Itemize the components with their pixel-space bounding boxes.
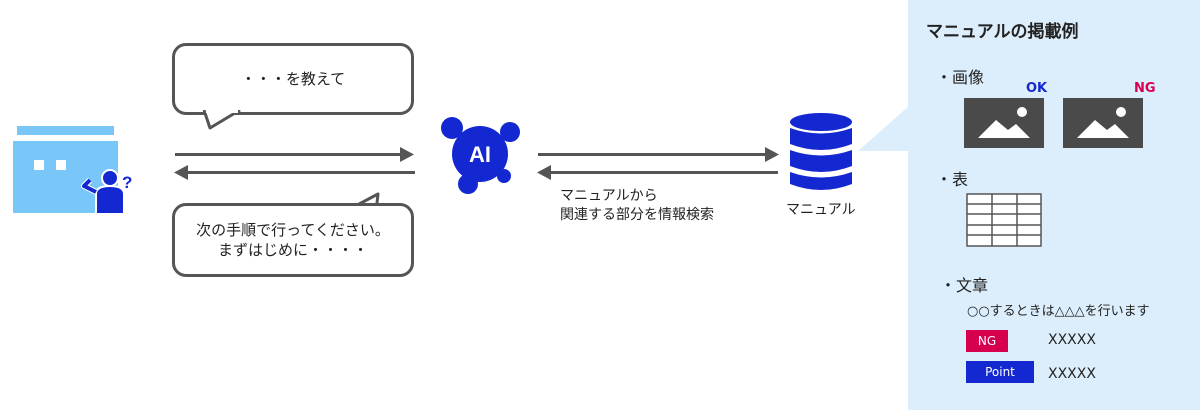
ai-icon: AI [441,117,520,194]
arrowhead-right [400,147,414,162]
bubble-tail-top [202,110,241,130]
sample-text: ○○するときは△△△を行います [967,304,1150,319]
database-label: マニュアル [786,202,856,218]
speech-bubble-question: ・・・を教えて [172,43,414,115]
arrow-left-to-user [185,171,415,174]
search-caption: マニュアルから 関連する部分を情報検索 [560,187,714,225]
image-ok-icon [964,98,1044,148]
ok-label: OK [1026,81,1048,96]
user-question-icon: ? [13,126,132,215]
callout-pointer [858,105,910,151]
arrow-left-to-ai [548,171,778,174]
text-section-label: ・文章 [940,276,989,295]
arrow-right-to-manual [538,153,770,156]
arrow-right-to-ai [175,153,405,156]
question-text: ・・・を教えて [240,70,346,88]
ng-badge: NG [966,330,1008,352]
svg-text:?: ? [122,173,132,192]
table-section-label: ・表 [936,170,969,189]
speech-bubble-answer: 次の手順で行ってください。 まずはじめに・・・・ [172,203,414,277]
search-caption-line-1: マニュアルから [560,188,658,204]
image-ng-icon [1063,98,1143,148]
database-icon [790,113,852,190]
table-icon [966,193,1042,247]
panel-title: マニュアルの掲載例 [926,22,1079,42]
arrowhead-right-2 [765,147,779,162]
point-badge: Point [966,361,1034,383]
search-caption-line-2: 関連する部分を情報検索 [560,207,714,223]
manual-example-panel [908,0,1200,410]
ng-label: NG [1134,81,1156,96]
point-value: XXXXX [1048,366,1096,382]
answer-line-2: まずはじめに・・・・ [217,241,368,259]
ng-value: XXXXX [1048,332,1096,348]
ai-label: AI [469,142,491,167]
image-section-label: ・画像 [936,68,985,87]
arrowhead-left [174,165,188,180]
answer-line-1: 次の手順で行ってください。 [196,221,390,239]
arrowhead-left-2 [537,165,551,180]
